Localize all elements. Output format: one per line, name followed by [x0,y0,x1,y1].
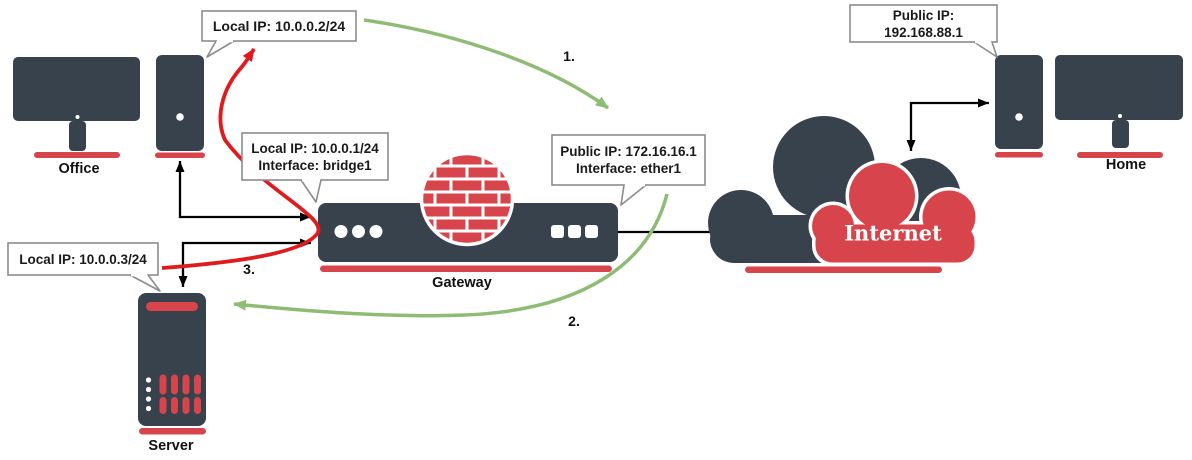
office-tower-icon [155,55,205,158]
callout-server-bubble [7,242,161,292]
firewall-icon [419,151,515,247]
flow-arrow-step1 [363,18,610,110]
office-gateway-connector [175,161,311,222]
cloud-home-connector [906,98,989,151]
home-monitor-icon [1055,55,1183,158]
internet-label: Internet [844,220,942,246]
step-3-number: 3. [243,261,255,277]
server-ip-text: Local IP: 10.0.0.3/24 [19,251,147,267]
home-pc-ip-text: 192.168.88.1 [884,24,963,40]
callout-office-pc-bubble [201,10,357,58]
home-tower-icon [995,55,1043,158]
callout-server-label: Local IP: 10.0.0.3/24 [8,243,158,275]
callout-gateway-lan-label: Local IP: 10.0.0.1/24 Interface: bridge1 [242,133,388,180]
office-label: Office [58,161,100,177]
callout-home-pc-bubble [849,4,998,58]
gateway-label: Gateway [432,275,492,291]
office-pc-ip-text: Local IP: 10.0.0.2/24 [212,17,346,34]
callout-gateway-lan-bubble [241,132,389,203]
gateway-wan-interface-text: Interface: ether1 [575,161,682,176]
internet-cloud-icon [708,116,979,273]
step-2-number: 2. [568,313,580,329]
server-label: Server [148,438,194,454]
server-icon [138,293,206,435]
home-pc-ip-title-text: Public IP: [892,7,955,23]
gateway-wan-ip-text: Public IP: 172.16.16.1 [560,144,697,159]
gateway-lan-ip-text: Local IP: 10.0.0.1/24 [251,140,379,156]
gateway-lan-interface-text: Interface: bridge1 [258,157,372,173]
server-gateway-connector [178,238,311,287]
step-1-number: 1. [563,48,575,64]
office-monitor-icon [13,57,140,158]
callout-home-pc-label: Public IP: 192.168.88.1 [850,5,997,42]
flow-arrow-step2 [233,193,669,318]
home-label: Home [1105,157,1147,173]
internet-red-cloud [812,163,976,263]
callout-gateway-wan-bubble [551,134,706,206]
callout-gateway-wan-label: Public IP: 172.16.16.1 Interface: ether1 [552,135,705,185]
callout-office-pc-label: Local IP: 10.0.0.2/24 [202,11,356,41]
